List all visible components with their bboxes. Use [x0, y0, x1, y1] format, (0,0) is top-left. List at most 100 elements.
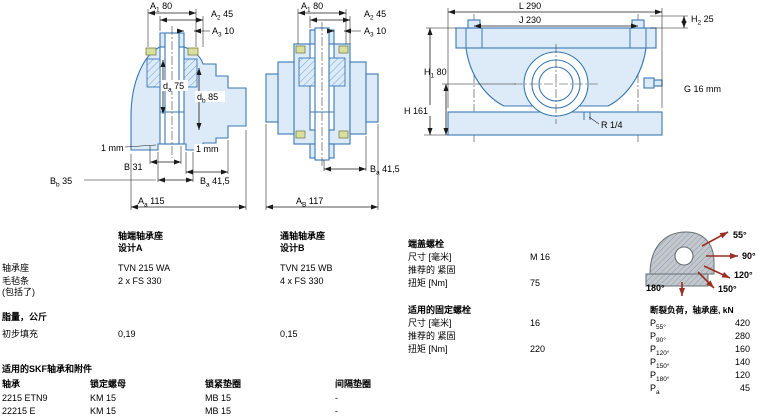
fill-row-label: 初步填充	[2, 329, 39, 339]
cap-bolts-torque-value: 75	[530, 278, 541, 288]
felt-seal	[338, 45, 349, 54]
breaking-load-row: Pa 45	[650, 383, 750, 398]
load-value: 420	[734, 318, 750, 328]
breaking-load-row: P150° 140	[650, 357, 750, 372]
dim-gap-right-label: 1 mm	[196, 144, 219, 154]
dim-gap-left-label: 1 mm	[101, 143, 124, 153]
breaking-load-row: P180° 120	[650, 370, 750, 385]
felt-seal	[338, 130, 349, 139]
dim-lines-b	[265, 9, 379, 210]
accessory-cell: -	[335, 406, 338, 416]
felt-seal	[145, 47, 157, 56]
design-b-subtitle: 设计B	[280, 243, 305, 253]
breaking-load-row: P120°160	[650, 344, 750, 359]
attach-bolts-torque-value: 220	[530, 344, 546, 354]
attach-bolts-size-label: 尺寸 [毫米]	[408, 318, 452, 328]
angle-150-label: 150°	[718, 284, 737, 294]
attach-bolts-rec-label: 推荐的 紧固	[408, 331, 456, 341]
accessories-header-locknut: 锁定螺母	[90, 379, 127, 389]
accessory-cell: KM 15	[90, 406, 117, 416]
felt-seal	[295, 45, 306, 54]
breaking-load-row: P55° 420	[650, 318, 750, 333]
dim-h-label: H 161	[404, 106, 428, 116]
accessory-cell: MB 15	[205, 393, 232, 403]
felt-seal	[295, 130, 306, 139]
cap-bolt-right	[631, 19, 645, 29]
housing-b-step	[365, 73, 379, 123]
bearing-b-left	[298, 57, 316, 87]
dim-g-label: G 16 mm	[684, 84, 721, 94]
cap-bolts-size-label: 尺寸 [毫米]	[408, 252, 452, 262]
load-arrow-120	[703, 265, 731, 279]
housing-pictogram-base	[645, 273, 709, 287]
housing-b-step	[277, 61, 295, 135]
load-value: 280	[734, 331, 750, 341]
load-arrow-150	[697, 271, 715, 289]
angle-55-label: 55°	[733, 230, 747, 240]
housing-b-step	[349, 61, 367, 135]
housing-b-step	[265, 73, 279, 123]
felt-row-label: 毛毡条	[2, 276, 30, 286]
dim-lines-side	[424, 8, 688, 136]
felt-a-value: 2 x FS 330	[118, 276, 162, 286]
breaking-loads-title: 断裂负荷，轴承座, kN	[650, 305, 734, 315]
dim-r-label: R 1/4	[601, 120, 623, 130]
felt-seal	[187, 47, 199, 56]
accessories-header-spacer: 间隔垫圈	[335, 379, 372, 389]
attach-bolts-torque-label: 扭矩 [Nm]	[408, 344, 448, 354]
load-value: 45	[739, 383, 750, 393]
accessory-cell: 22215 E	[2, 406, 36, 416]
fill-b-value: 0,15	[280, 329, 298, 339]
grease-section-header: 脂量，公斤	[2, 312, 48, 322]
angle-180-label: 180°	[646, 283, 665, 293]
pictogram-bore	[674, 246, 694, 266]
cap-bolts-size-value: M 16	[530, 252, 551, 262]
cap-bolts-torque-label: 扭矩 [Nm]	[408, 278, 448, 288]
attach-bolts-size-value: 16	[530, 318, 541, 328]
accessories-header-lockwasher: 锁紧垫圈	[205, 379, 242, 389]
bearing-a-left	[146, 58, 161, 88]
load-value: 120	[734, 370, 750, 380]
cap-bolts-rec-label: 推荐的 紧固	[408, 265, 456, 275]
breaking-load-row: P90°280	[650, 331, 750, 346]
load-value: 140	[734, 357, 750, 367]
design-a-title: 轴端轴承座	[118, 231, 164, 241]
load-label: P55°	[650, 318, 666, 331]
load-label: P180°	[650, 370, 670, 383]
design-b-title: 通轴轴承座	[280, 231, 326, 241]
accessory-cell: KM 15	[90, 393, 117, 403]
angle-120-label: 120°	[734, 270, 753, 280]
cap-bolt-left	[467, 19, 481, 29]
load-label: P150°	[650, 357, 670, 370]
felt-b-value: 4 x FS 330	[280, 276, 324, 286]
attach-bolts-title: 适用的固定螺栓	[408, 305, 472, 315]
dim-b-label: B 31	[124, 162, 143, 172]
fill-a-value: 0,19	[118, 329, 136, 339]
bearing-b-right	[328, 57, 346, 87]
dim-l-label: L 290	[519, 1, 541, 11]
housing-a-designation: TVN 215 WA	[118, 263, 171, 273]
housing-row-label: 轴承座	[2, 263, 30, 273]
load-arrow-55	[701, 231, 729, 247]
load-label: P120°	[650, 344, 670, 357]
load-label: Pa	[650, 383, 660, 396]
accessories-header-bearing: 轴承	[2, 379, 21, 389]
angle-90-label: 90°	[742, 251, 756, 261]
cap-bolts-title: 端盖螺栓	[408, 239, 445, 249]
